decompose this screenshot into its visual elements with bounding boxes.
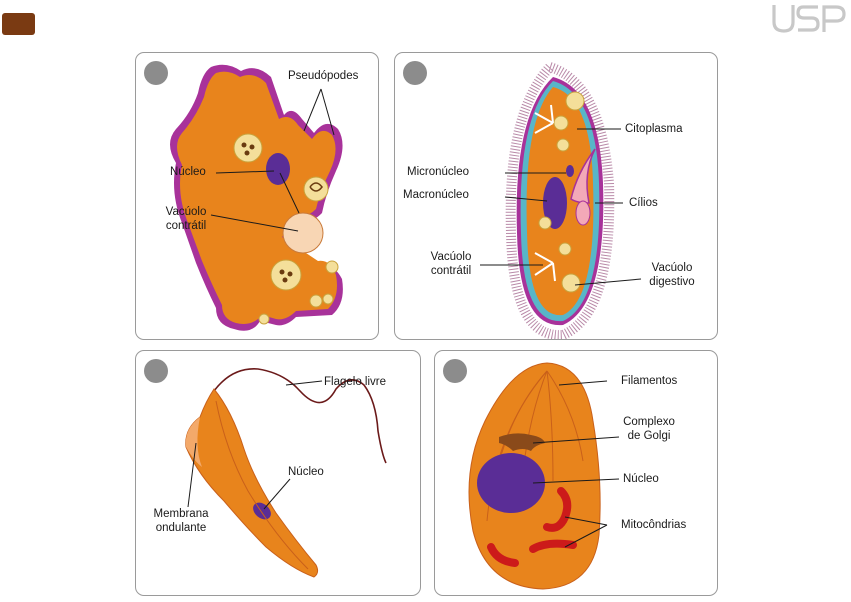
label-mitochondria: Mitocôndrias — [621, 518, 686, 532]
label-micronucleus: Micronúcleo — [407, 165, 469, 179]
panel-number-1 — [144, 61, 168, 85]
label-golgi-complex: Complexo de Golgi — [617, 415, 681, 443]
label-undulating-membrane: Membrana ondulante — [146, 507, 216, 535]
brand-tag — [2, 13, 35, 35]
label-contractile-vacuole: Vacúolo contrátil — [421, 250, 481, 278]
label-digestive-vacuole: Vacúolo digestivo — [641, 261, 703, 289]
leader-line — [264, 479, 290, 509]
amoeba-illustration — [136, 53, 378, 339]
label-macronucleus: Macronúcleo — [403, 188, 469, 202]
label-cilia: Cílios — [629, 196, 658, 210]
label-free-flagellum: Flagelo livre — [324, 375, 386, 389]
amoeba-panel: Pseudópodes Núcleo Vacúolo contrátil — [135, 52, 379, 340]
label-cytoplasm: Citoplasma — [625, 122, 683, 136]
label-nucleus: Núcleo — [288, 465, 324, 479]
label-pseudopods: Pseudópodes — [288, 69, 358, 83]
label-nucleus: Núcleo — [623, 472, 659, 486]
usp-logo — [770, 2, 848, 34]
label-nucleus: Núcleo — [170, 165, 206, 179]
panel-number-3 — [144, 359, 168, 383]
panel-number-4 — [443, 359, 467, 383]
label-filaments: Filamentos — [621, 374, 677, 388]
paramecium-panel: Citoplasma Micronúcleo Macronúcleo Cílio… — [394, 52, 718, 340]
leader-line — [304, 89, 321, 131]
panel-number-2 — [403, 61, 427, 85]
trypanosome-panel: Flagelo livre Núcleo Membrana ondulante — [135, 350, 421, 596]
label-contractile-vacuole: Vacúolo contrátil — [156, 205, 216, 233]
sporozoan-panel: Filamentos Complexo de Golgi Núcleo Mito… — [434, 350, 718, 596]
